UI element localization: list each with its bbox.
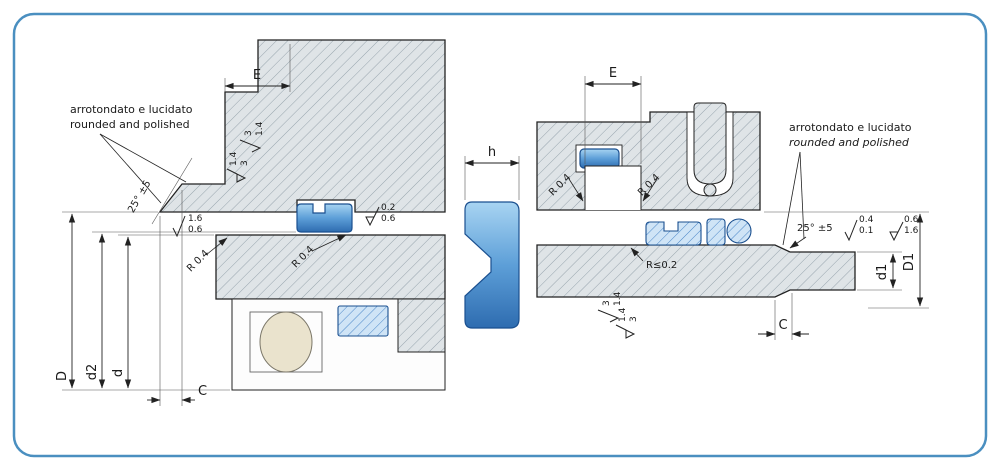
right-note-leader-2	[799, 151, 805, 240]
seal-profile-view: h	[464, 145, 520, 329]
left-finish-edge-bottom: 0.6	[188, 225, 203, 235]
right-radius-small-label: R≤0.2	[646, 260, 677, 271]
roughness-check-icon	[597, 309, 619, 323]
right-finish-tri-top: 0.6	[904, 215, 919, 225]
left-note-leader-2	[99, 133, 187, 183]
right-rotated-roughness-1: 3 1.4	[597, 291, 623, 323]
right-finish-rot1-a: 3	[602, 300, 612, 306]
bearing-ball	[259, 311, 313, 373]
left-finish-groove-bottom: 0.6	[381, 214, 396, 224]
right-finish-rot2-a: 1.4	[618, 307, 628, 322]
right-radius-leader-1	[568, 178, 584, 202]
wiper-seal	[579, 148, 620, 169]
left-rotated-roughness-1: 3 1.4	[239, 121, 265, 153]
left-d2-label: d2	[85, 364, 100, 381]
left-view-piston-seal-section: 25° ±5 arrotondato e lucidato rounded an…	[55, 39, 446, 406]
rod-seal	[645, 221, 702, 246]
right-C-label: C	[778, 318, 787, 333]
left-shaft-section	[397, 298, 446, 353]
left-finish-rot2-b: 3	[240, 160, 250, 166]
left-chamfer-angle-label: 25° ±5	[126, 179, 153, 215]
roughness-check-icon	[844, 219, 858, 241]
right-note-leader-1	[782, 151, 801, 246]
left-E-label: E	[253, 68, 261, 83]
chamfer-construction-line	[151, 157, 193, 225]
left-finish-rot1-b: 1.4	[255, 121, 265, 136]
right-view-rod-seal-section: E R 0.4 R 0.4 R≤0.2 arrotondato e lucida…	[536, 66, 929, 340]
left-finish-rot2-a: 1.4	[229, 151, 239, 166]
left-lower-housing	[215, 234, 446, 300]
right-finish-plain-bottom: 0.1	[859, 226, 873, 236]
right-chamfer-angle-label: 25° ±5	[797, 223, 833, 234]
right-radius-small-leader	[630, 247, 644, 262]
roughness-triangle-icon	[615, 324, 635, 339]
right-rotated-roughness-2: 1.4 3	[615, 307, 639, 339]
left-C-label: C	[198, 384, 207, 399]
roughness-check-icon	[172, 215, 186, 237]
right-finish-plain-top: 0.4	[859, 215, 874, 225]
left-D-label: D	[55, 371, 70, 381]
drawing-border-frame	[12, 12, 988, 458]
o-ring-section	[726, 218, 752, 244]
backup-ring	[706, 218, 726, 246]
right-radius-leader-2	[642, 178, 658, 202]
seal-groove	[584, 165, 642, 210]
plug-tip	[703, 183, 717, 197]
right-finish-rot2-b: 3	[629, 316, 639, 322]
right-note-italian: arrotondato e lucidato	[789, 121, 912, 134]
plug	[693, 102, 727, 185]
left-note-italian: arrotondato e lucidato	[70, 103, 193, 116]
right-finish-rot1-b: 1.4	[613, 291, 623, 306]
left-finish-edge-top: 1.6	[188, 214, 203, 224]
left-d-label: d	[111, 369, 126, 377]
D1-label: D1	[902, 253, 917, 271]
left-radius-leader-1	[205, 237, 228, 256]
left-note-leader-1	[99, 133, 162, 204]
right-note-english: rounded and polished	[789, 136, 910, 149]
left-rotated-roughness-2: 1.4 3	[226, 151, 250, 183]
left-note-english: rounded and polished	[70, 118, 190, 131]
left-radius-leader-2	[311, 234, 347, 252]
left-secondary-seal	[337, 305, 389, 337]
right-chamfer-angle-leader	[789, 236, 807, 249]
right-E-label: E	[609, 66, 617, 81]
d1-label: d1	[875, 264, 890, 281]
left-radius-callout-1: R 0.4	[185, 248, 211, 274]
left-finish-groove-top: 0.2	[381, 203, 395, 213]
right-finish-tri-bottom: 1.6	[904, 226, 919, 236]
roughness-triangle-icon	[889, 221, 904, 241]
left-finish-rot1-a: 3	[244, 130, 254, 136]
left-upper-housing	[158, 39, 446, 213]
left-seal	[296, 203, 353, 233]
rod	[536, 244, 856, 298]
h-label: h	[488, 145, 496, 160]
seal-profile-shape	[464, 201, 520, 329]
